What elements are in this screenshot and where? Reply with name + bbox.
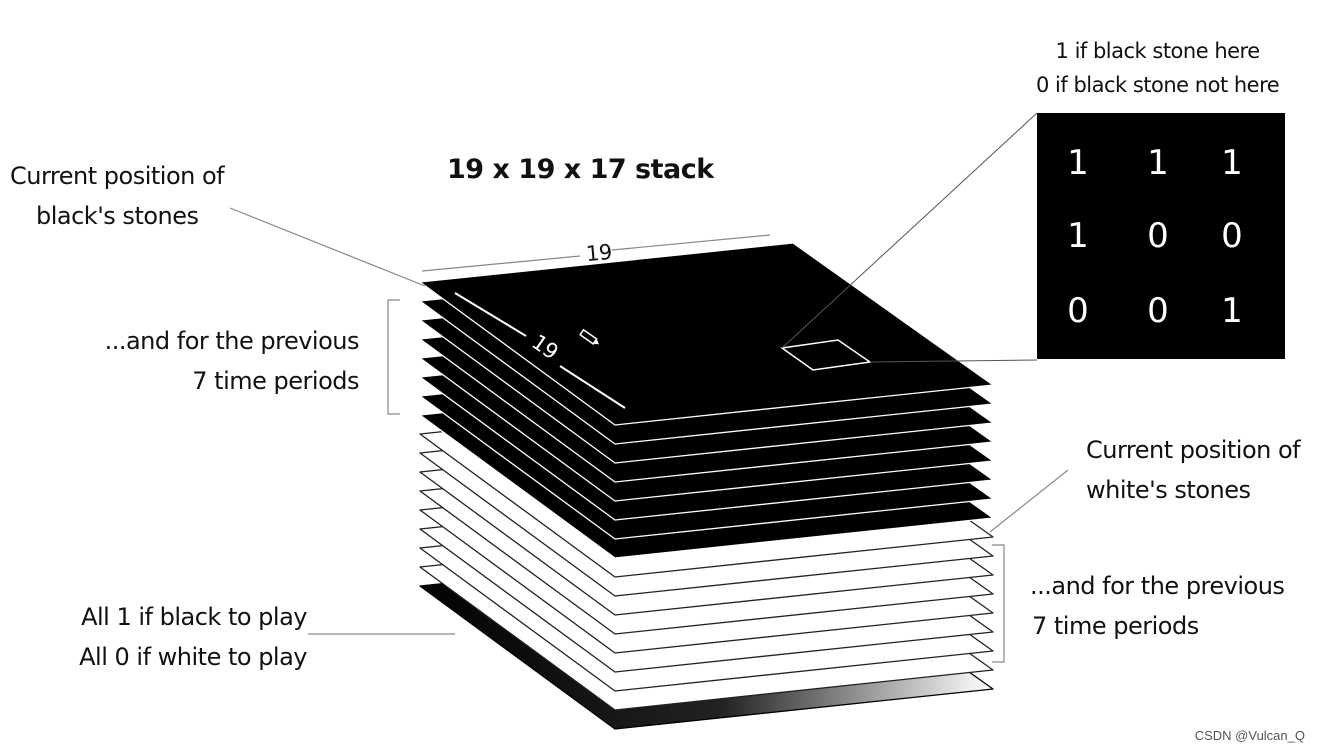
- watermark: CSDN @Vulcan_Q: [1194, 728, 1305, 743]
- grid-cell: 0: [1221, 216, 1243, 256]
- label-line: Current position of: [1086, 436, 1301, 464]
- zoom-connector-line: [869, 359, 1038, 363]
- grid-cell: 0: [1067, 291, 1089, 331]
- label-line: 7 time periods: [1032, 612, 1199, 640]
- label-line: white's stones: [1086, 476, 1251, 504]
- label-line: All 0 if white to play: [79, 643, 307, 671]
- label-line: black's stones: [36, 202, 199, 230]
- grid-cell: 1: [1221, 291, 1243, 331]
- zoom-caption: 1 if black stone here 0 if black stone n…: [1036, 34, 1280, 102]
- plane-layers: [419, 242, 994, 730]
- dimension-line-top: [611, 234, 771, 251]
- label-line: Current position of: [10, 162, 225, 190]
- leader-line: [989, 469, 1069, 533]
- grid-cell: 1: [1147, 143, 1169, 183]
- zoom-connector-line: [781, 112, 1038, 349]
- grid-cell: 1: [1067, 216, 1089, 256]
- dimension-line-side: [559, 365, 626, 409]
- grid-cell: 0: [1147, 216, 1169, 256]
- label-line: 0 if black stone not here: [1036, 73, 1280, 97]
- black-plane: [419, 242, 994, 426]
- leader-line: [229, 207, 426, 287]
- dimension-line-top: [421, 255, 581, 272]
- label-white-previous: ...and for the previous 7 time periods: [1030, 566, 1285, 646]
- label-to-play: All 1 if black to play All 0 if white to…: [79, 597, 307, 677]
- label-white-current: Current position of white's stones: [1086, 430, 1301, 510]
- bracket-black-previous: [387, 299, 400, 415]
- label-line: 7 time periods: [192, 367, 359, 395]
- label-line: All 1 if black to play: [81, 603, 307, 631]
- label-line: ...and for the previous: [1030, 572, 1285, 600]
- label-black-current: Current position of black's stones: [10, 156, 225, 236]
- pencil-icon: [579, 328, 600, 345]
- zoom-grid-box: [1037, 113, 1285, 359]
- grid-cell: 1: [1221, 143, 1243, 183]
- label-black-previous: ...and for the previous 7 time periods: [104, 321, 360, 401]
- dimension-label-top: 19: [585, 239, 613, 267]
- grid-cell: 0: [1147, 291, 1169, 331]
- label-line: ...and for the previous: [104, 327, 360, 355]
- dimension-line-side: [454, 292, 527, 337]
- bracket-white-previous: [992, 544, 1005, 663]
- grid-cell: 1: [1067, 143, 1089, 183]
- diagram-title: 19 x 19 x 17 stack: [447, 154, 714, 185]
- label-line: 1 if black stone here: [1055, 39, 1261, 63]
